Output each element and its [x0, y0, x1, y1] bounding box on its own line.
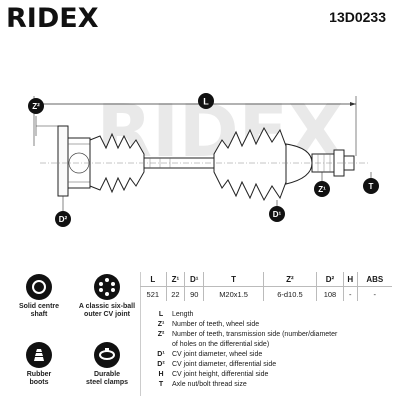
- legend-row: L Length: [150, 310, 392, 320]
- feature-label-2: outer CV joint: [84, 311, 130, 318]
- feature-label-2: boots: [29, 379, 49, 386]
- badge-Z1: [314, 181, 330, 197]
- legend-key: L: [158, 311, 164, 318]
- badge-D2: [55, 211, 71, 227]
- spec-value: 90: [184, 286, 204, 301]
- spec-header-row: L Z¹ D¹ T Z² D² H ABS: [140, 272, 392, 287]
- badge-D1: [269, 206, 285, 222]
- legend-value: CV joint diameter, differential side: [172, 361, 277, 368]
- legend-value: of holes on the differential side): [172, 341, 270, 348]
- feature-solid-shaft: Solid centre shaft: [8, 274, 70, 319]
- feature-label-1: Solid centre: [18, 303, 60, 310]
- legend-value: Number of teeth, transmission side (numb…: [172, 331, 338, 338]
- badge-L: [198, 93, 214, 109]
- legend-row: H CV joint height, differential side: [150, 370, 392, 380]
- legend-value: CV joint height, differential side: [172, 371, 269, 378]
- legend-value: Axle nut/bolt thread size: [172, 381, 247, 388]
- label-T: T: [369, 182, 374, 191]
- divider-vertical: [140, 272, 141, 396]
- badge-Z2: [28, 98, 44, 114]
- spec-header: L: [140, 272, 167, 287]
- feature-steel-clamps: Durable steel clamps: [76, 342, 138, 387]
- spec-header: Z¹: [165, 272, 185, 287]
- drive-shaft-drawing: RIDEX L Z²: [28, 89, 379, 227]
- feature-label-1: Rubber: [26, 371, 52, 378]
- specification-area: Solid centre shaft A classic six-ball ou…: [0, 268, 400, 400]
- spec-header: T: [203, 272, 264, 287]
- label-D1: D¹: [273, 210, 282, 219]
- spec-value: 22: [165, 286, 185, 301]
- legend-value: Length: [172, 311, 194, 318]
- rubber-boot-icon: [26, 342, 52, 368]
- spec-value: M20x1.5: [203, 286, 264, 301]
- feature-label-1: Durable: [93, 371, 121, 378]
- legend-row: D² CV joint diameter, differential side: [150, 360, 392, 370]
- spec-value: 108: [315, 286, 344, 301]
- steel-clamp-icon: [94, 342, 120, 368]
- legend-key: D¹: [157, 351, 165, 358]
- feature-label-1: A classic six-ball: [78, 303, 136, 310]
- spec-value: -: [342, 286, 358, 301]
- legend-key: H: [158, 371, 164, 378]
- six-ball-joint-icon: [94, 274, 120, 300]
- label-D2: D²: [59, 215, 68, 224]
- feature-label-2: shaft: [30, 311, 48, 318]
- legend-key: T: [158, 381, 164, 388]
- legend-key: Z¹: [157, 321, 165, 328]
- legend-key: [150, 340, 172, 350]
- legend-row: of holes on the differential side): [150, 340, 392, 350]
- part-number: 13D0233: [329, 9, 386, 25]
- label-L: L: [203, 97, 209, 107]
- feature-six-ball: A classic six-ball outer CV joint: [76, 274, 138, 319]
- spec-value: -: [356, 286, 392, 301]
- brand-logo: RIDEX: [6, 3, 99, 34]
- spec-header: ABS: [356, 272, 392, 287]
- spec-value-row: 521 22 90 M20x1.5 6-d10.5 108 - -: [140, 286, 392, 301]
- legend-key: D²: [157, 361, 165, 368]
- spec-table: L Z¹ D¹ T Z² D² H ABS 521 22 90 M20x1.5 …: [140, 272, 392, 301]
- spec-value: 521: [146, 289, 160, 299]
- spec-header: H: [342, 272, 358, 287]
- spec-header: D¹: [184, 272, 204, 287]
- feature-label-2: steel clamps: [85, 379, 129, 386]
- legend-key: Z²: [157, 331, 165, 338]
- label-Z1: Z¹: [318, 185, 326, 194]
- badge-T: [363, 178, 379, 194]
- spec-header: Z²: [262, 272, 317, 287]
- legend-value: CV joint diameter, wheel side: [172, 351, 263, 358]
- solid-shaft-icon: [26, 274, 52, 300]
- header: RIDEX 13D0233: [0, 0, 400, 36]
- label-Z2: Z²: [32, 102, 40, 111]
- legend-value: Number of teeth, wheel side: [172, 321, 260, 328]
- spec-header: D²: [315, 272, 344, 287]
- legend-row: D¹ CV joint diameter, wheel side: [150, 350, 392, 360]
- legend-row: T Axle nut/bolt thread size: [150, 380, 392, 390]
- legend-row: Z¹ Number of teeth, wheel side: [150, 320, 392, 330]
- spec-value: 6-d10.5: [262, 286, 317, 301]
- legend-row: Z² Number of teeth, transmission side (nu…: [150, 330, 392, 340]
- spec-legend: L Length Z¹ Number of teeth, wheel side Z²…: [150, 310, 392, 390]
- feature-rubber-boots: Rubber boots: [8, 342, 70, 387]
- drive-shaft-diagram: RIDEX L Z²: [0, 36, 400, 268]
